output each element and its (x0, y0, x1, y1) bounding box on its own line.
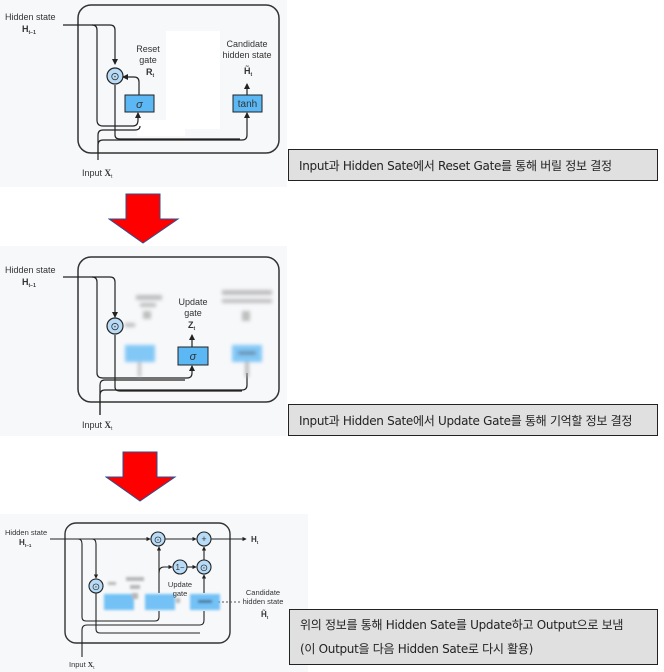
multiply-op-icon (150, 531, 166, 547)
update-gate-label: gate (173, 589, 188, 598)
input-label: Input Xt (69, 660, 95, 670)
hidden-branch-2 (91, 538, 99, 579)
reset-gate-label: gate (139, 55, 157, 65)
multiply-op-icon (88, 578, 104, 594)
hidden-state-line (63, 24, 118, 65)
gru-cell-border (64, 522, 231, 644)
reset-gate-output-line (122, 74, 140, 95)
candidate-label: hidden state (243, 597, 284, 606)
step2-caption: Input과 Hidden Sate에서 Update Gate를 통해 기억할… (288, 404, 658, 436)
add-op-symbol: + (201, 534, 206, 544)
multiply-op-symbol: ⊙ (110, 321, 119, 333)
multiply-op-symbol: ⊙ (200, 563, 208, 574)
one-minus-op-symbol: 1− (175, 563, 184, 572)
blank-region (166, 31, 220, 129)
update-gate-sigma-box (177, 346, 209, 366)
step2-diagram-background (0, 246, 287, 436)
step3-caption-line-2: (이 Output을 다음 Hidden Sate로 다시 활용) (300, 642, 534, 656)
update-gate-label: Update (178, 297, 207, 307)
hidden-state-branch (91, 24, 141, 127)
sigma-label: σ (136, 99, 143, 111)
blurred-candidate (222, 290, 272, 377)
update-gate-symbol: Zt (188, 320, 196, 332)
candidate-symbol: H̃t (244, 65, 253, 78)
reset-line (95, 593, 200, 634)
blank-region (137, 120, 185, 136)
reset-gate-symbol: Rt (146, 67, 155, 79)
step1-diagram-background (0, 0, 287, 187)
candidate-label: hidden state (222, 50, 271, 60)
input-to-candidate-line (99, 373, 248, 415)
hidden-state-branch (91, 276, 195, 379)
hidden-state-symbol: Ht−1 (22, 24, 36, 36)
update-gate-label: Update (168, 580, 192, 589)
hidden-state-symbol: Ht−1 (19, 538, 32, 548)
step1-reset-gate-diagram: ⊙ σ tanh Hidden state Ht−1 Reset gate Rt… (5, 4, 280, 180)
reset-line (114, 335, 242, 392)
step3-caption-line-1: 위의 정보를 통해 Hidden Sate를 Update하고 Output으로… (300, 618, 624, 632)
blurred-reset-gate (125, 295, 162, 377)
multiply-op-symbol: ⊙ (110, 71, 119, 83)
multiply-op-icon (106, 67, 124, 85)
gru-cell-border (77, 4, 280, 154)
down-arrow-icon (108, 193, 180, 244)
blurred-gate-boxes (104, 577, 220, 610)
multiply-op-icon (196, 559, 212, 575)
input-line (97, 125, 141, 153)
step3-full-gru-diagram: ⊙ + 1− ⊙ ⊙ Hidden state Ht−1 Update gate… (5, 522, 284, 670)
one-minus-op-icon (172, 559, 188, 575)
input-line (81, 611, 205, 657)
hidden-state-label: Hidden state (5, 12, 56, 22)
update-gate-label: gate (184, 308, 202, 318)
multiply-op-symbol: ⊙ (92, 582, 100, 593)
candidate-label: Candidate (246, 588, 280, 597)
input-to-tanh-line (97, 112, 250, 160)
reset-gate-sigma-box (124, 94, 155, 113)
hidden-state-label: Hidden state (5, 528, 47, 537)
hidden-state-symbol: Ht−1 (22, 277, 36, 289)
input-label: Input Xt (82, 420, 113, 432)
update-to-one-minus-line (158, 564, 173, 574)
candidate-symbol: H̃t (261, 610, 269, 620)
hidden-branch-1 (77, 538, 160, 622)
input-line (99, 379, 185, 415)
add-op-icon (196, 531, 212, 547)
down-arrow-icon (105, 451, 177, 502)
candidate-label: Candidate (226, 39, 267, 49)
reset-to-tanh-line (114, 85, 240, 140)
multiply-op-icon (106, 317, 124, 335)
step3-caption: 위의 정보를 통해 Hidden Sate를 Update하고 Output으로… (289, 609, 658, 665)
gru-cell-border (77, 256, 280, 403)
hidden-state-label: Hidden state (5, 265, 56, 275)
input-label: Input Xt (82, 168, 113, 180)
hidden-state-line (63, 276, 118, 318)
output-symbol: Ht (251, 535, 259, 545)
reset-gate-label: Reset (136, 44, 160, 54)
step1-caption: Input과 Hidden Sate에서 Reset Gate를 통해 버릴 정… (288, 149, 658, 181)
tanh-label: tanh (238, 99, 257, 110)
multiply-op-symbol: ⊙ (154, 535, 162, 546)
step2-update-gate-diagram: ⊙ σ Hidden state Ht−1 Update gate Zt Inp… (5, 256, 280, 432)
sigma-label: σ (190, 351, 197, 363)
